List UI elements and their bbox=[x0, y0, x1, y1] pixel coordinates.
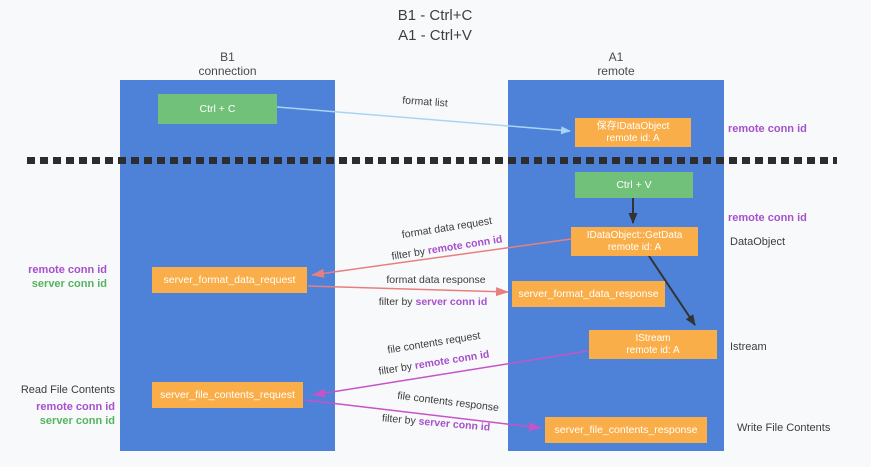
node-server-format-data-request: server_format_data_request bbox=[152, 267, 307, 293]
label-dataobject: DataObject bbox=[730, 236, 786, 248]
node-server-file-contents-response: server_file_contents_response bbox=[545, 417, 707, 443]
title-line-2: A1 - Ctrl+V bbox=[398, 27, 472, 44]
node-save-idataobject: 保存IDataObject remote id: A bbox=[575, 118, 691, 147]
label-left-remote-conn-id-2: remote conn id bbox=[36, 401, 115, 413]
label-left-server-conn-id-2: server conn id bbox=[39, 415, 115, 427]
filter-id-2: server conn id bbox=[415, 296, 488, 308]
filter-id-4: server conn id bbox=[418, 415, 491, 434]
filter-id-1: remote conn id bbox=[426, 233, 504, 257]
label-format-list: format list bbox=[401, 94, 449, 110]
label-filter-by-server-conn-id-1: filter by server conn id bbox=[353, 296, 513, 309]
right-column-name: A1 bbox=[608, 50, 624, 64]
diagram-title: B1 - Ctrl+C A1 - Ctrl+V bbox=[325, 6, 545, 46]
dashed-separator-line bbox=[27, 157, 837, 164]
node-server-format-data-response-label: server_format_data_response bbox=[518, 287, 659, 300]
node-server-file-contents-response-label: server_file_contents_response bbox=[554, 423, 698, 436]
node-istream-line2: remote id: A bbox=[626, 344, 680, 356]
left-conn-id-block-2: remote conn id server conn id bbox=[23, 400, 115, 428]
filter-prefix-3: filter by bbox=[377, 360, 416, 378]
filter-id-3: remote conn id bbox=[413, 348, 491, 372]
label-read-file-contents: Read File Contents bbox=[20, 384, 115, 396]
node-ctrl-v-label: Ctrl + V bbox=[616, 178, 652, 191]
node-ctrl-c-label: Ctrl + C bbox=[199, 102, 236, 115]
node-server-format-data-request-label: server_format_data_request bbox=[163, 273, 296, 286]
label-left-remote-conn-id-1: remote conn id bbox=[28, 264, 107, 276]
node-save-idataobject-line2: remote id: A bbox=[606, 132, 660, 144]
label-remote-conn-id-mid: remote conn id bbox=[728, 212, 807, 224]
node-getdata-line2: remote id: A bbox=[607, 241, 662, 253]
label-format-data-response: format data response bbox=[386, 274, 486, 286]
label-left-server-conn-id-1: server conn id bbox=[31, 278, 107, 290]
node-server-file-contents-request: server_file_contents_request bbox=[152, 382, 303, 408]
node-getdata-line1: IDataObject::GetData bbox=[586, 229, 683, 241]
node-istream: IStream remote id: A bbox=[589, 330, 717, 359]
filter-prefix-1: filter by bbox=[390, 245, 429, 263]
title-line-1: B1 - Ctrl+C bbox=[397, 7, 473, 24]
filter-prefix-4: filter by bbox=[381, 412, 420, 428]
node-server-file-contents-request-label: server_file_contents_request bbox=[160, 388, 295, 401]
node-save-idataobject-line1: 保存IDataObject bbox=[596, 120, 670, 132]
label-write-file-contents: Write File Contents bbox=[737, 422, 831, 434]
label-remote-conn-id-top: remote conn id bbox=[728, 123, 807, 135]
right-column-role: remote bbox=[597, 64, 635, 78]
left-column-header: B1 connection bbox=[120, 50, 335, 78]
node-ctrl-c: Ctrl + C bbox=[158, 94, 277, 124]
left-column-role: connection bbox=[198, 64, 257, 78]
left-conn-id-block-1: remote conn id server conn id bbox=[15, 263, 107, 291]
node-idataobject-getdata: IDataObject::GetData remote id: A bbox=[571, 227, 698, 256]
left-column-name: B1 bbox=[220, 50, 235, 64]
right-column-header: A1 remote bbox=[508, 50, 724, 78]
node-server-format-data-response: server_format_data_response bbox=[512, 281, 665, 307]
node-istream-line1: IStream bbox=[635, 332, 671, 344]
label-istream: Istream bbox=[730, 341, 767, 353]
filter-prefix-2: filter by bbox=[378, 296, 416, 308]
node-ctrl-v: Ctrl + V bbox=[575, 172, 693, 198]
